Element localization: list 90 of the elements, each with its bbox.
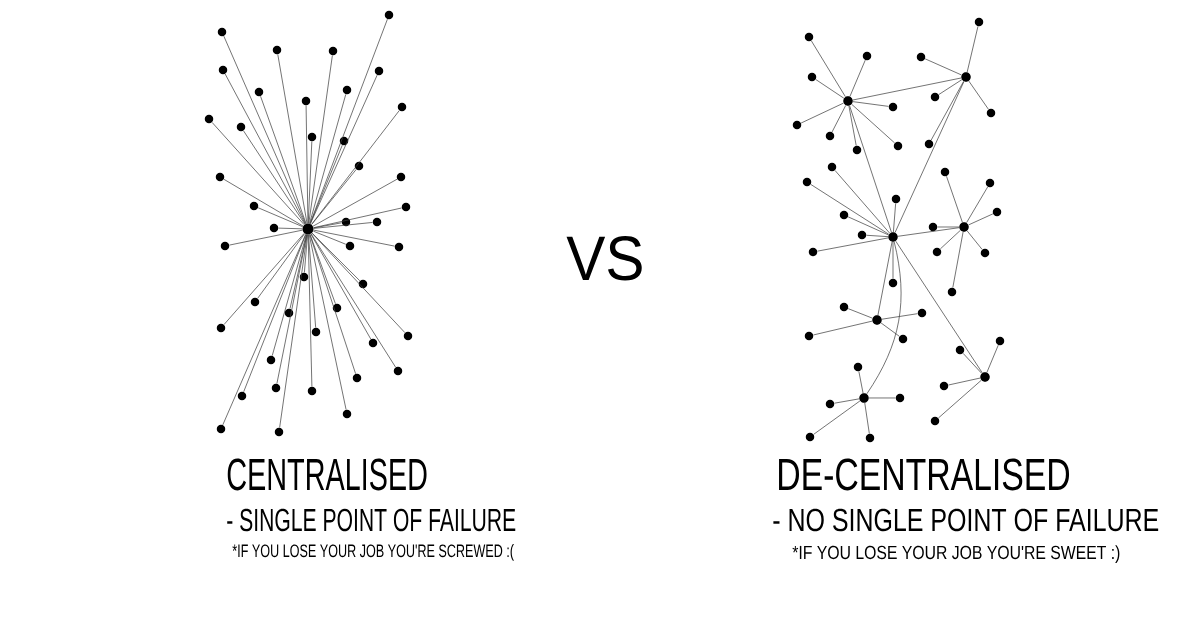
connector-line — [307, 141, 313, 224]
connector-line — [864, 402, 870, 434]
connector-line — [962, 352, 982, 374]
subheading: - SINGLE POINT OF FAILURE — [227, 508, 516, 532]
footnote: *IF YOU LOSE YOUR JOB YOU'RE SCREWED :( — [232, 543, 514, 561]
connector-line — [847, 308, 873, 319]
connector-line — [257, 207, 304, 228]
connector-line — [311, 232, 406, 334]
connector-line — [930, 81, 964, 141]
connector-line — [851, 103, 895, 144]
connector-line — [924, 58, 962, 76]
connector-line — [307, 234, 313, 387]
connector-line — [313, 222, 373, 229]
connector-line — [313, 230, 347, 245]
heading: DE-CENTRALISED — [779, 458, 1070, 491]
connector-line — [311, 110, 400, 225]
connector-line — [222, 233, 307, 426]
connector-line — [800, 102, 844, 124]
connector-line — [304, 234, 308, 273]
connector-line — [866, 241, 902, 395]
connector-line — [313, 229, 395, 247]
connector-line — [877, 241, 893, 316]
connector-line — [313, 207, 402, 229]
connector-line — [305, 105, 309, 224]
connector-line — [897, 227, 960, 237]
connector-line — [852, 77, 962, 101]
connector-line — [852, 101, 889, 107]
connector-line — [313, 222, 342, 229]
connector-line — [834, 170, 891, 234]
connector-line — [229, 229, 303, 246]
connector-line — [866, 234, 889, 238]
footnote: *IF YOU LOSE YOUR JOB YOU'RE SWEET :) — [792, 545, 1120, 563]
connector-line — [986, 344, 999, 373]
connector-line — [849, 59, 866, 97]
heading: CENTRALISED — [227, 458, 427, 491]
connector-line — [894, 81, 965, 233]
connector-line — [966, 186, 989, 224]
connector-line — [966, 26, 979, 73]
connector-line — [260, 95, 307, 224]
connector-line — [952, 231, 964, 288]
connector-line — [847, 216, 889, 236]
connector-line — [309, 93, 347, 224]
connector-line — [813, 320, 873, 336]
connector-line — [308, 55, 333, 224]
connector-line — [813, 400, 861, 435]
connector-line — [211, 122, 305, 226]
connector-line — [312, 178, 398, 227]
connector-line — [881, 313, 918, 320]
connector-line — [968, 80, 989, 110]
connector-line — [279, 234, 308, 428]
connector-line — [224, 73, 306, 225]
connector-line — [311, 169, 357, 225]
connector-line — [309, 144, 343, 224]
connector-line — [223, 178, 304, 227]
connector-line — [831, 105, 847, 133]
connector-line — [309, 234, 336, 305]
connector-line — [243, 130, 306, 225]
connector-line — [937, 226, 960, 228]
connector-line — [308, 234, 347, 410]
connector-line — [948, 377, 981, 386]
subheading: - NO SINGLE POINT OF FAILURE — [773, 508, 1159, 532]
connector-line — [810, 184, 890, 235]
connector-line — [277, 54, 308, 224]
connector-line — [892, 241, 894, 279]
connector-line — [893, 203, 896, 233]
connector-line — [310, 233, 396, 368]
connector-line — [858, 371, 864, 394]
connector-line — [815, 79, 845, 99]
connector-line — [257, 233, 305, 299]
connector-line — [938, 379, 982, 419]
vs-label: VS — [566, 236, 642, 281]
connector-line — [968, 213, 994, 226]
connector-line — [938, 79, 963, 95]
connector-line — [848, 105, 857, 146]
connector-line — [223, 232, 305, 325]
connector-line — [849, 105, 892, 233]
connector-line — [868, 397, 896, 399]
connector-line — [880, 322, 900, 337]
connector-line — [271, 234, 307, 356]
connector-line — [811, 40, 846, 98]
connector-line — [895, 240, 983, 374]
connector-line — [310, 74, 378, 225]
connector-line — [817, 237, 889, 252]
connector-line — [243, 234, 307, 393]
connector-line — [966, 230, 983, 250]
connector-line — [946, 175, 963, 223]
connector-line — [834, 398, 860, 404]
connector-line — [309, 234, 356, 375]
connector-line — [278, 227, 303, 230]
connector-line — [939, 230, 961, 250]
